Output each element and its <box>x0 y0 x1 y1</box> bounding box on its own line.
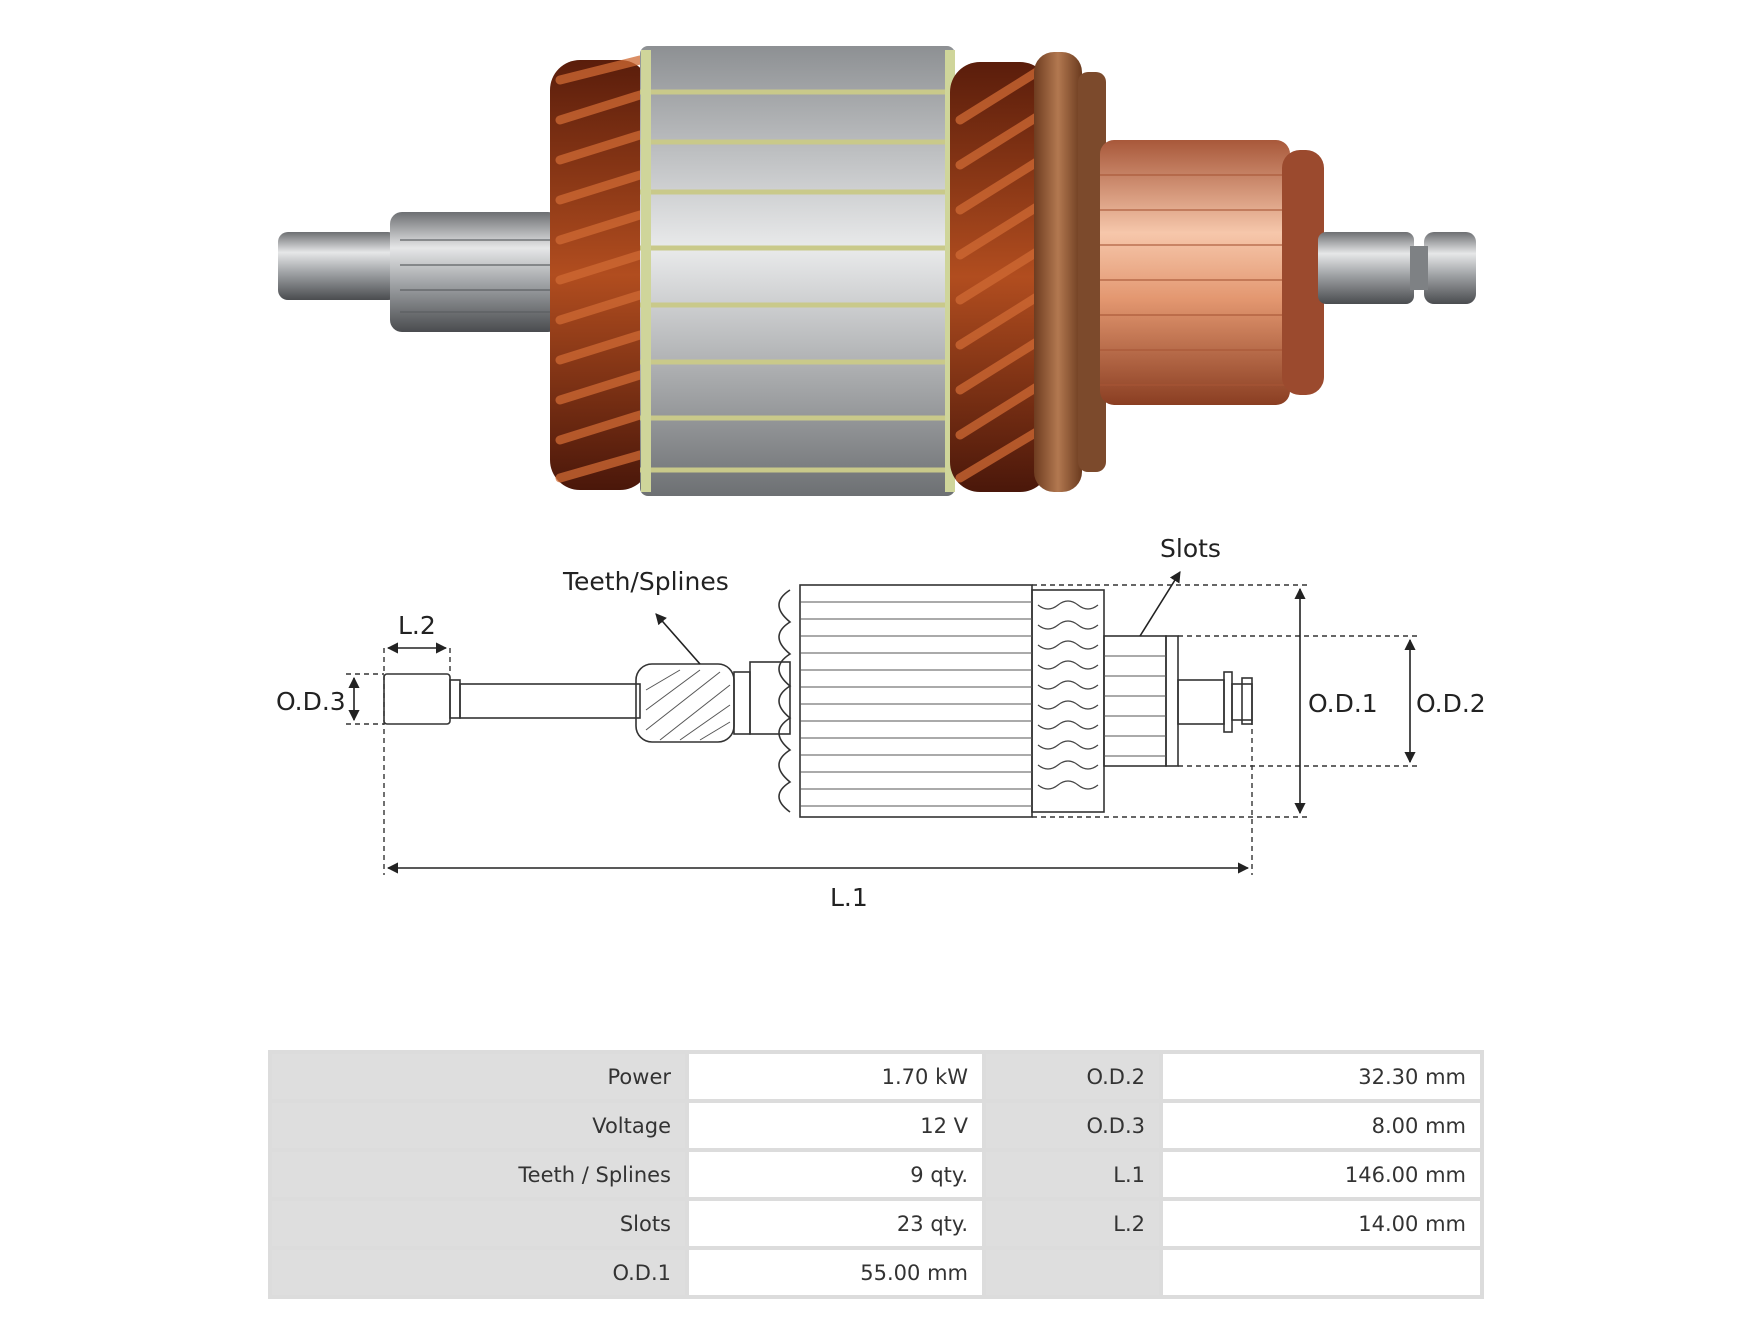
spec-label: Teeth / Splines <box>272 1152 685 1197</box>
table-row: O.D.1 55.00 mm <box>272 1250 1480 1295</box>
spec-label <box>986 1250 1159 1295</box>
core-slot-insulation <box>640 89 955 473</box>
label-od3: O.D.3 <box>276 687 346 716</box>
spec-value: 32.30 mm <box>1163 1054 1480 1099</box>
spec-label: Slots <box>272 1201 685 1246</box>
drawing-left-windings <box>749 589 792 813</box>
right-shaft <box>1318 232 1414 304</box>
pinion-splines <box>390 212 560 332</box>
drawing-core <box>799 584 1033 818</box>
spec-label: O.D.3 <box>986 1103 1159 1148</box>
left-coil-strands <box>555 55 645 483</box>
laminated-core <box>640 46 955 496</box>
label-l1: L.1 <box>830 883 868 912</box>
spec-value: 55.00 mm <box>689 1250 982 1295</box>
label-l2: L.2 <box>398 611 436 640</box>
label-slots: Slots <box>1160 534 1221 563</box>
label-od2: O.D.2 <box>1416 689 1486 718</box>
spec-label: O.D.1 <box>272 1250 685 1295</box>
spec-label: L.2 <box>986 1201 1159 1246</box>
label-teeth-splines: Teeth/Splines <box>562 567 729 596</box>
drawing-shaft-end <box>383 673 451 725</box>
spec-table: Power 1.70 kW O.D.2 32.30 mm Voltage 12 … <box>268 1050 1484 1299</box>
commutator <box>1100 140 1290 405</box>
teeth-splines-pointer <box>655 613 701 665</box>
spec-value: 146.00 mm <box>1163 1152 1480 1197</box>
armature-photo <box>278 46 1476 496</box>
slots-pointer <box>1139 571 1181 637</box>
washer-hub <box>1078 72 1106 472</box>
label-od1: O.D.1 <box>1308 689 1378 718</box>
drawing-shaft <box>459 683 641 719</box>
commutator-end-ring <box>1282 150 1324 395</box>
drawing-pinion <box>635 663 735 743</box>
table-row: Power 1.70 kW O.D.2 32.30 mm <box>272 1054 1480 1099</box>
drawing-core-laminations <box>800 601 1032 807</box>
table-row: Teeth / Splines 9 qty. L.1 146.00 mm <box>272 1152 1480 1197</box>
spec-value: 8.00 mm <box>1163 1103 1480 1148</box>
spec-value: 9 qty. <box>689 1152 982 1197</box>
spec-value: 14.00 mm <box>1163 1201 1480 1246</box>
table-row: Voltage 12 V O.D.3 8.00 mm <box>272 1103 1480 1148</box>
spec-value: 1.70 kW <box>689 1054 982 1099</box>
spec-label: Voltage <box>272 1103 685 1148</box>
spec-label: O.D.2 <box>986 1054 1159 1099</box>
spec-value: 23 qty. <box>689 1201 982 1246</box>
spec-value: 12 V <box>689 1103 982 1148</box>
table-row: Slots 23 qty. L.2 14.00 mm <box>272 1201 1480 1246</box>
fiber-washer <box>1034 52 1082 492</box>
left-shaft-end <box>278 232 398 300</box>
right-coil-strands <box>955 65 1045 483</box>
spec-label: Power <box>272 1054 685 1099</box>
right-shaft-end <box>1424 232 1476 304</box>
spec-value <box>1163 1250 1480 1295</box>
spec-label: L.1 <box>986 1152 1159 1197</box>
